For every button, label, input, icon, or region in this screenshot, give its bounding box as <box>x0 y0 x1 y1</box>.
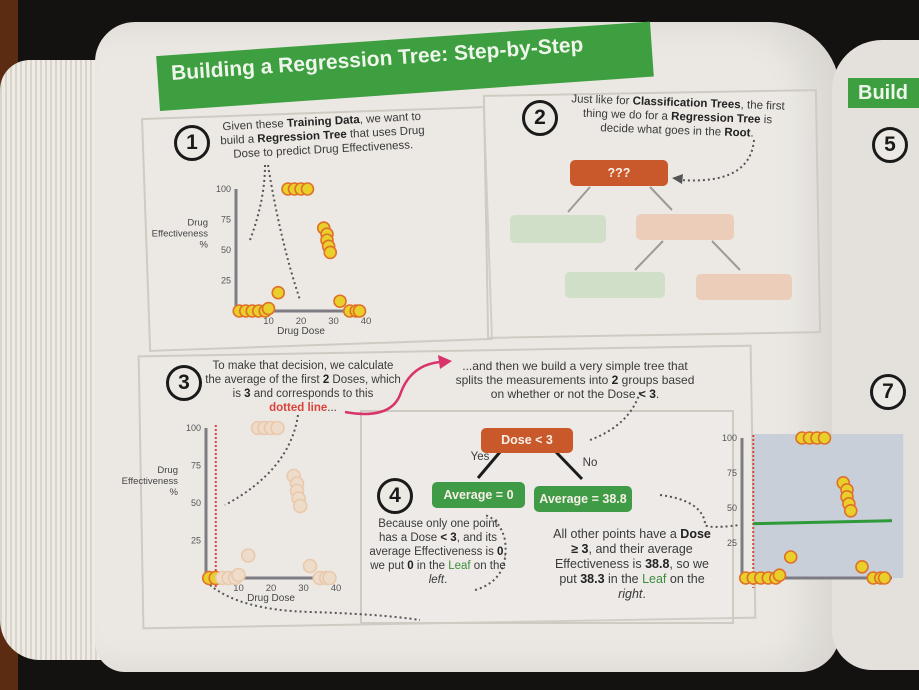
step-number-4: 4 <box>377 478 413 514</box>
ghost-node-right <box>636 214 734 240</box>
tree-root-node: Dose < 3 <box>481 428 573 453</box>
step-3-text: To make that decision, we calculate the … <box>205 360 401 414</box>
ghost-leaf-right-left <box>565 272 665 298</box>
step-3b-text: ...and then we build a very simple tree … <box>455 359 695 401</box>
book-page <box>95 22 840 672</box>
yes-label: Yes <box>470 451 490 463</box>
step-number-3: 3 <box>166 365 202 401</box>
ghost-leaf-left <box>510 215 606 243</box>
right-leaf-node: Average = 38.8 <box>534 486 632 512</box>
step-2-text: Just like for Classification Trees, the … <box>571 93 785 140</box>
ghost-leaf-right-right <box>696 274 792 300</box>
root-node-unknown: ??? <box>570 160 668 186</box>
step-number-5: 5 <box>872 127 908 163</box>
step-number-2: 2 <box>522 100 558 136</box>
step-4-right-text: All other points have a Dose ≥ 3, and th… <box>553 527 711 601</box>
step-4-left-text: Because only one point has a Dose < 3, a… <box>369 518 507 586</box>
next-page-title: Build <box>848 78 919 108</box>
step-number-1: 1 <box>174 125 210 161</box>
no-label: No <box>582 457 598 469</box>
left-leaf-node: Average = 0 <box>432 482 525 508</box>
step-number-7: 7 <box>870 374 906 410</box>
